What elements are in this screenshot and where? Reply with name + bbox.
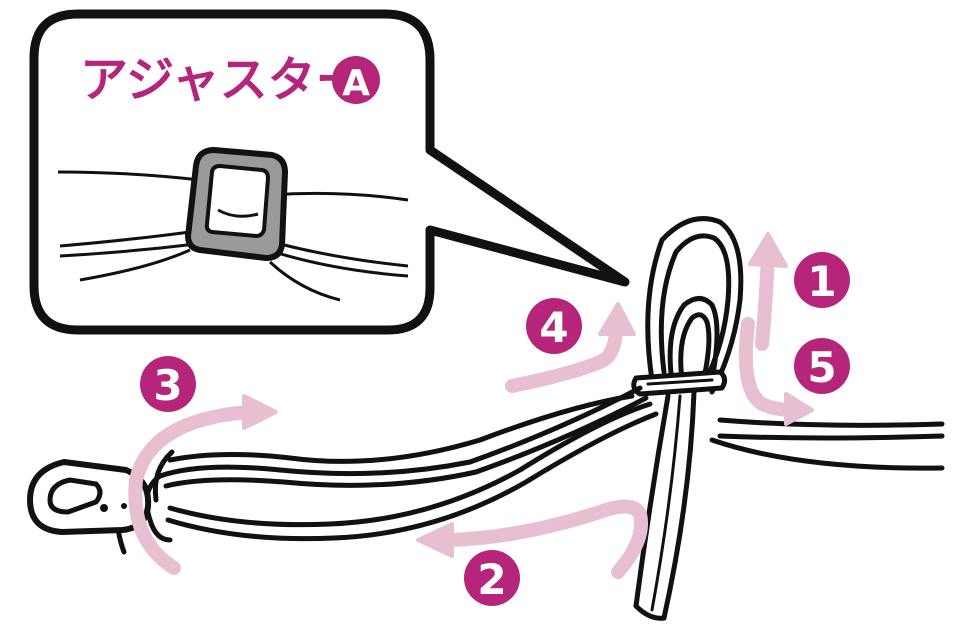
circled-number-3-icon	[140, 356, 196, 412]
circled-number-5-icon	[794, 338, 850, 394]
direction-arrows	[128, 232, 814, 579]
circled-number-4-icon	[526, 298, 582, 354]
strap-right-end	[709, 417, 945, 471]
circled-number-1-icon	[794, 252, 850, 308]
step-number-3: 3	[153, 361, 182, 410]
curved-arrow-step-5-icon	[738, 317, 814, 426]
curved-arrow-step-4-icon	[505, 302, 636, 393]
step-badge-1: 1	[794, 252, 850, 308]
circled-number-2-icon	[464, 550, 520, 606]
step-number-1: 1	[807, 257, 836, 306]
strap-doubled-left	[157, 385, 659, 542]
step-number-4: 4	[539, 303, 568, 352]
snap-hook-icon	[27, 459, 152, 535]
step-badge-5: 5	[794, 338, 850, 394]
curved-arrow-step-3-icon	[128, 394, 278, 575]
strap-assembly	[114, 216, 945, 621]
curved-arrow-step-2-icon	[416, 499, 648, 579]
strap-hanging-down	[633, 389, 697, 621]
step-number-5: 5	[807, 343, 836, 392]
step-badge-2: 2	[464, 550, 520, 606]
adjuster-callout: アジャスター A	[29, 9, 630, 335]
curved-arrow-step-1-icon	[748, 232, 788, 351]
callout-strap	[57, 170, 409, 302]
strap-adjuster-icon	[631, 369, 728, 397]
step-number-2: 2	[477, 555, 506, 604]
step-badge-4: 4	[526, 298, 582, 354]
circled-letter-a-icon: A	[332, 56, 380, 104]
adjuster-buckle-icon	[185, 147, 288, 261]
callout-bubble	[29, 9, 630, 335]
callout-title: アジャスター	[80, 52, 364, 108]
step-badge-3: 3	[140, 356, 196, 412]
strap-upper-loop	[645, 216, 744, 395]
callout-badge-letter: A	[342, 63, 370, 104]
